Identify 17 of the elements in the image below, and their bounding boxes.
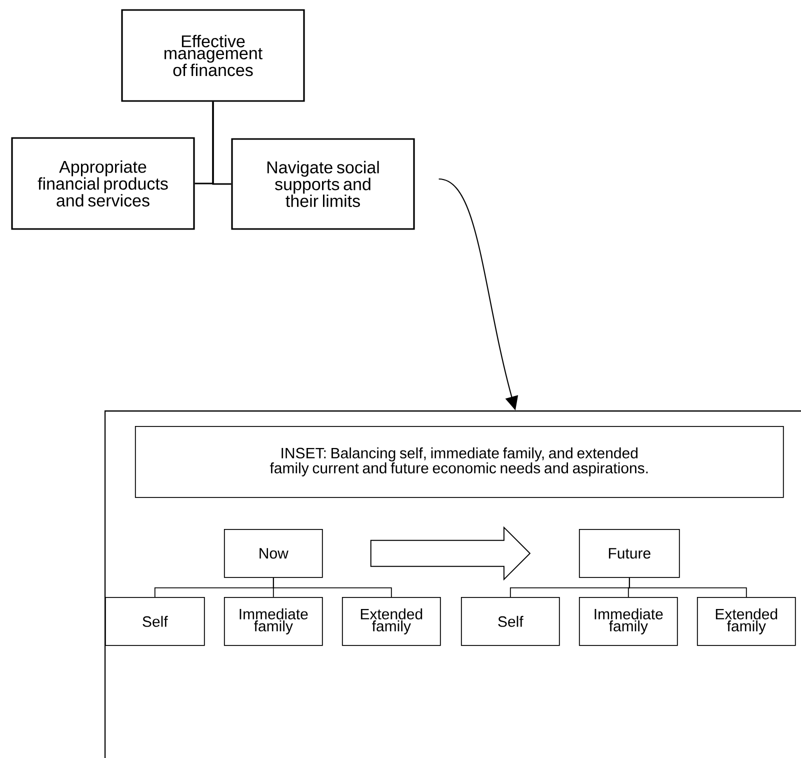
label-box: Self xyxy=(460,596,560,646)
process-box: Navigate social supports and their limits xyxy=(231,138,415,230)
label-box: Immediate family xyxy=(224,596,323,646)
process-box: Appropriate financial products and services xyxy=(11,137,195,230)
label-box: Extended family xyxy=(342,596,441,646)
label-box: Self xyxy=(104,596,205,646)
connector xyxy=(628,577,747,598)
label-box: Extended family xyxy=(696,596,796,646)
label-box: Now xyxy=(224,528,323,578)
process-box: Effective management of finances xyxy=(121,9,305,102)
connector xyxy=(272,577,392,598)
inset-frame xyxy=(104,410,801,758)
label-box: Immediate family xyxy=(578,596,678,646)
label-box: Future xyxy=(578,528,680,578)
block-arrow xyxy=(370,526,531,581)
heading-box: INSET: Balancing self, immediate family, and extended family current and future economic needs and aspirations. xyxy=(134,426,784,498)
connector xyxy=(212,102,232,185)
